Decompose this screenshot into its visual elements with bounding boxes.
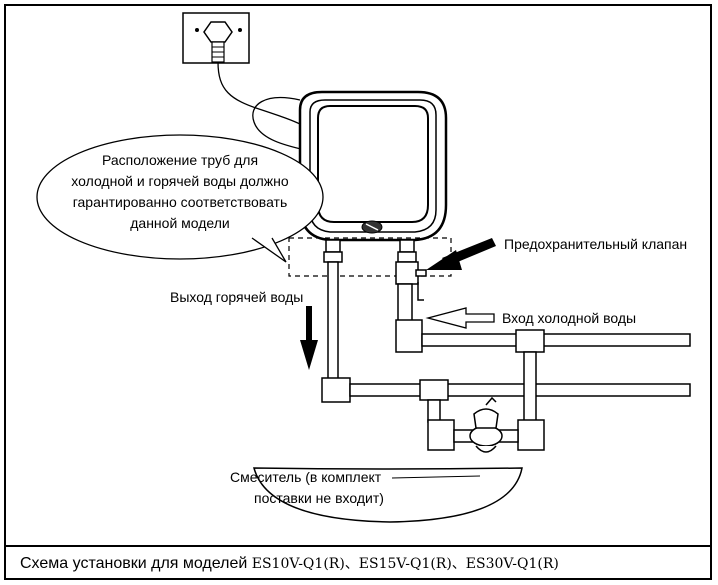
pipe-note-line2: холодной и горячей воды должно [71,173,289,189]
cold-water-in-label: Вход холодной воды [502,310,636,326]
cord-loop [252,96,306,151]
power-cord [217,61,303,126]
arrow-left-outline-icon [425,307,495,329]
pipe-note-line3: гарантированно соответствовать [73,194,288,210]
mixer-label-line2: поставки не входит) [254,490,384,506]
water-heater [298,90,448,242]
mixer [427,396,545,453]
power-socket-icon [182,12,250,64]
diagram-caption: Схема установки для моделей ES10V-Q1(R)、… [4,545,712,580]
pipe-note-line1: Расположение труб для [102,152,258,168]
hot-water-out-label: Выход горячей воды [170,289,303,305]
pipe-note-bubble [36,134,324,260]
caption-models: ES10V-Q1(R)、ES15V-Q1(R)、ES30V-Q1(R) [251,556,559,572]
mixer-leader [391,475,481,479]
arrow-left-icon [426,238,496,270]
hot-water-pipe [321,239,691,423]
pipe-note-line4: данной модели [130,215,230,231]
bubble-pointer [251,237,287,263]
sink [253,467,523,523]
safety-valve-label: Предохранительный клапан [504,236,687,252]
mixer-label-line1: Смеситель (в комплект [230,469,382,485]
cold-water-pipe [395,239,691,425]
caption-text: Схема установки для моделей [20,555,252,572]
arrow-down-icon [300,306,318,370]
